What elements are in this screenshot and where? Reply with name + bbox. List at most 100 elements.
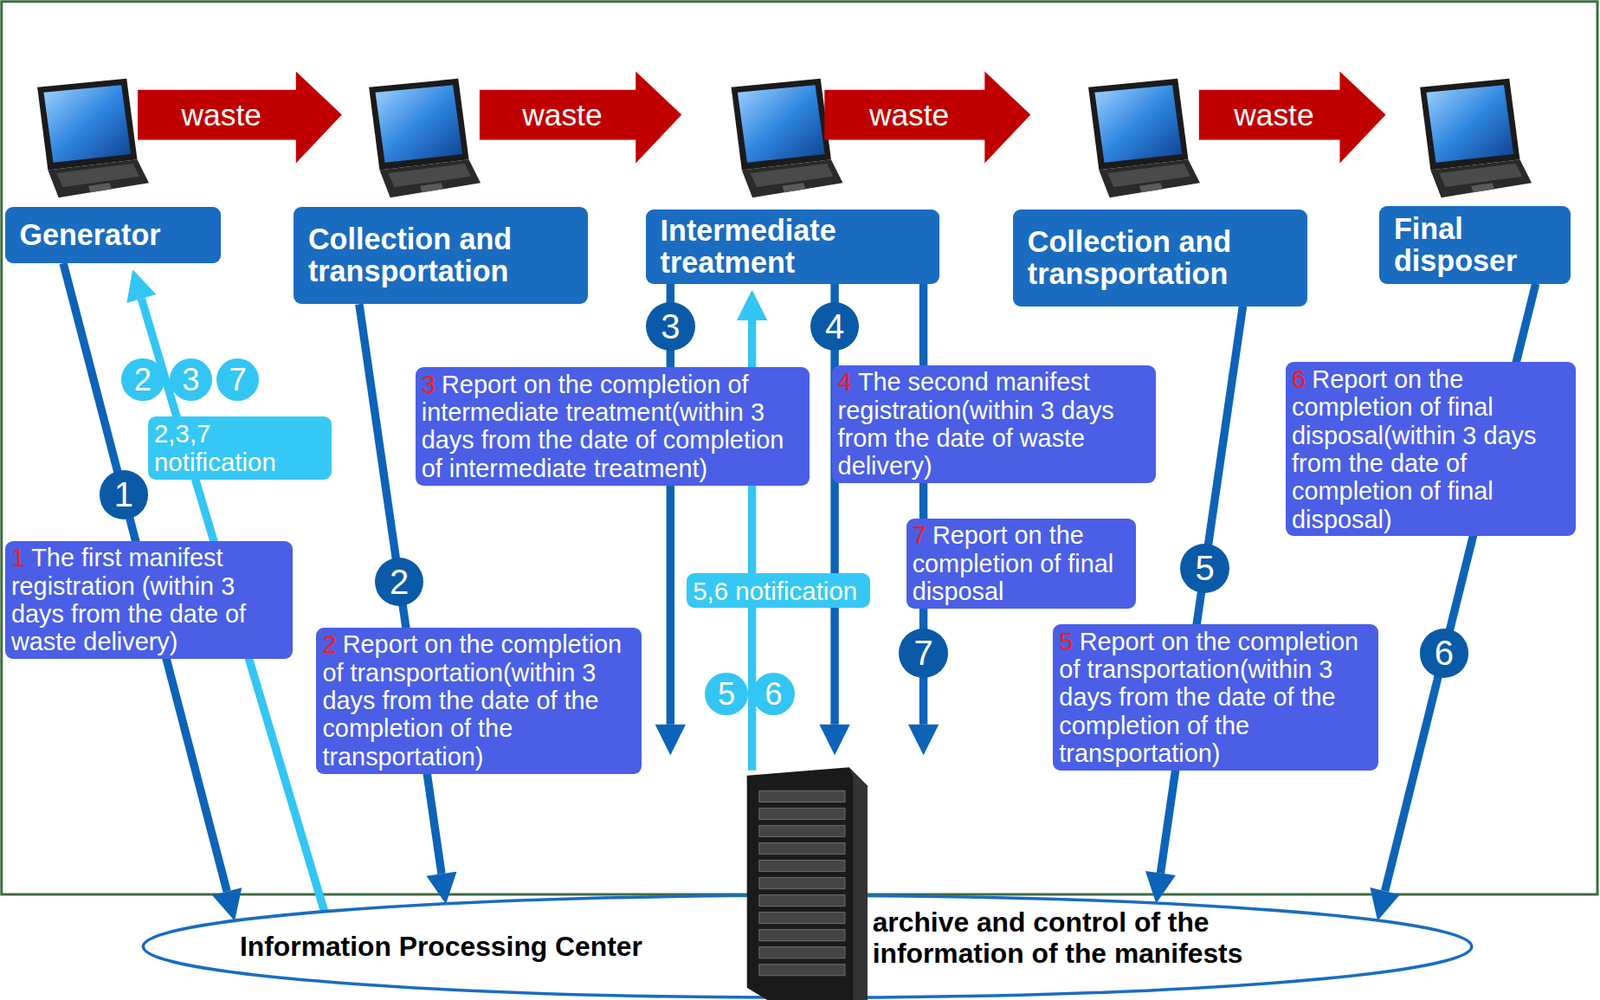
report-box: 6Report on the completion of final dispo… bbox=[1285, 361, 1576, 536]
server-slot bbox=[759, 964, 846, 976]
callout-number: 5 bbox=[704, 672, 749, 717]
callout-number: 3 bbox=[645, 302, 696, 352]
step-number: 4 bbox=[838, 367, 852, 396]
waste-arrow bbox=[1199, 71, 1387, 164]
stage-name: Intermediate treatment bbox=[660, 214, 926, 279]
arrowhead bbox=[1145, 870, 1176, 904]
report-text: Report on the completion of final dispos… bbox=[1291, 365, 1536, 534]
notification-box: 5,6 notification bbox=[686, 573, 871, 608]
report-text: Report on the completion of transportati… bbox=[1058, 627, 1359, 768]
report-text: 3Report on the completion of intermediat… bbox=[421, 370, 804, 483]
laptop-icon bbox=[1088, 78, 1200, 199]
arrowhead bbox=[126, 269, 156, 304]
stage-name: Generator bbox=[19, 219, 161, 252]
callout-number: 2 bbox=[374, 557, 425, 607]
report-text: 5,6 notification bbox=[692, 576, 858, 606]
report-text: 4The second manifest registration(within… bbox=[838, 367, 1151, 480]
stage-box: Collection and transportation bbox=[1012, 209, 1307, 307]
callout-number: 1 bbox=[99, 470, 149, 520]
stage-name: Collection and transportation bbox=[1027, 225, 1293, 291]
report-box: 5Report on the completion of transportat… bbox=[1052, 624, 1379, 771]
server-slot bbox=[759, 947, 846, 959]
callout-number: 2 bbox=[121, 358, 165, 402]
frame bbox=[1, 1, 1598, 895]
arrowhead bbox=[655, 724, 686, 755]
laptop-icon bbox=[37, 78, 149, 199]
connector bbox=[819, 283, 850, 756]
step-number: 1 bbox=[11, 543, 26, 572]
arrowhead bbox=[425, 871, 457, 905]
laptop-icon bbox=[1419, 78, 1532, 199]
step-number: 6 bbox=[1291, 365, 1306, 394]
report-text: The second manifest registration(within … bbox=[838, 367, 1115, 480]
server-slot bbox=[759, 843, 846, 855]
waste-arrow bbox=[824, 71, 1031, 164]
center-text: archive and control of the information o… bbox=[872, 906, 1353, 970]
callout-number: 6 bbox=[752, 672, 796, 717]
stage-box: Generator bbox=[5, 206, 221, 264]
server-slot bbox=[759, 895, 846, 907]
edge-label: waste bbox=[489, 91, 637, 138]
report-box: 3Report on the completion of intermediat… bbox=[415, 367, 810, 485]
report-box: 2Report on the completion of transportat… bbox=[316, 627, 642, 775]
notification-box: 2,3,7 notification bbox=[148, 416, 332, 480]
edge-label: waste bbox=[147, 91, 297, 138]
arrowhead bbox=[908, 724, 939, 755]
laptop-icon bbox=[368, 78, 481, 199]
stage-name: Collection and transportation bbox=[308, 223, 574, 288]
stage-box: Collection and transportation bbox=[293, 206, 588, 304]
connector-line bbox=[359, 303, 442, 874]
waste-arrow bbox=[137, 71, 342, 164]
connector bbox=[1145, 306, 1244, 904]
report-text: Report on the completion of intermediate… bbox=[421, 370, 785, 483]
report-text: Report on the completion of final dispos… bbox=[912, 521, 1115, 606]
report-text: The first manifest registration (within … bbox=[11, 543, 246, 656]
waste-arrow bbox=[479, 71, 682, 164]
report-text: 1The first manifest registration (within… bbox=[11, 543, 287, 656]
server-slot bbox=[759, 790, 846, 802]
arrowhead bbox=[1369, 887, 1400, 922]
connector bbox=[1199, 71, 1387, 164]
report-text: 5Report on the completion of transportat… bbox=[1058, 627, 1373, 768]
server-slot bbox=[759, 860, 846, 872]
step-number: 7 bbox=[912, 521, 927, 549]
callout-number: 7 bbox=[216, 358, 260, 402]
connector bbox=[655, 283, 686, 756]
arrowhead bbox=[736, 290, 768, 321]
callout-number: 7 bbox=[898, 628, 949, 678]
callout-number: 3 bbox=[169, 358, 213, 402]
connector bbox=[479, 71, 682, 164]
report-text: 2Report on the completion of transportat… bbox=[322, 630, 636, 771]
edge-label: waste bbox=[1207, 91, 1340, 138]
center-text: Information Processing Center bbox=[239, 930, 771, 963]
server-slot bbox=[759, 877, 846, 890]
center-ellipse: Information Processing Center archive and… bbox=[141, 893, 1474, 1000]
stage-box: Final disposer bbox=[1379, 206, 1570, 284]
report-text: Report on the completion of transportati… bbox=[322, 630, 622, 770]
step-number: 3 bbox=[421, 370, 436, 399]
ellipse-outline bbox=[142, 896, 1471, 999]
connector-line bbox=[1160, 306, 1243, 874]
edge-label: waste bbox=[833, 91, 985, 138]
arrowhead bbox=[819, 724, 850, 755]
report-text: 5,6 notification bbox=[692, 576, 865, 606]
server-slot bbox=[759, 807, 846, 820]
server-slot bbox=[759, 912, 846, 924]
callout-number: 4 bbox=[810, 302, 860, 352]
callout-number: 5 bbox=[1180, 543, 1230, 594]
stage-box: Intermediate treatment bbox=[645, 209, 940, 284]
stage-name: Final disposer bbox=[1393, 212, 1556, 278]
report-text: 2,3,7 notification bbox=[154, 419, 277, 477]
server-slot bbox=[759, 929, 846, 942]
step-number: 5 bbox=[1058, 627, 1073, 656]
report-box: 7Report on the completion of final dispo… bbox=[906, 518, 1136, 609]
connector bbox=[137, 71, 342, 164]
report-text: 7Report on the completion of final dispo… bbox=[912, 521, 1130, 606]
step-number: 2 bbox=[322, 630, 336, 659]
report-text: 6Report on the completion of final dispo… bbox=[1291, 365, 1570, 534]
report-box: 4The second manifest registration(within… bbox=[832, 365, 1157, 484]
report-box: 1The first manifest registration (within… bbox=[5, 541, 293, 659]
connector bbox=[824, 71, 1031, 164]
report-text: 2,3,7 notification bbox=[154, 419, 326, 477]
